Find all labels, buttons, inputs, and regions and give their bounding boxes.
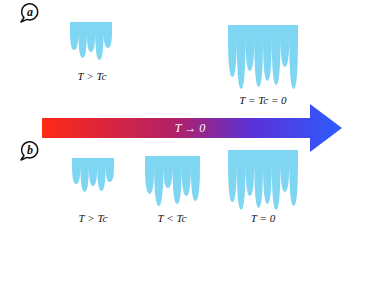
panel-letter: a — [27, 6, 33, 18]
temperature-label: T < Tc — [158, 213, 187, 224]
panel-letter: b — [27, 144, 33, 156]
icicle-shape — [70, 22, 112, 60]
icicle-shape — [145, 156, 200, 206]
temperature-label: T = Tc = 0 — [239, 95, 286, 106]
arrow-label: T → 0 — [175, 122, 205, 134]
temperature-label: T > Tc — [79, 213, 108, 224]
temperature-label: T > Tc — [78, 71, 107, 82]
icicle-shape — [228, 25, 298, 89]
icicle-shape — [72, 158, 114, 192]
panel-marker — [21, 4, 38, 22]
panel-marker — [21, 142, 38, 160]
temperature-arrow — [42, 104, 342, 152]
icicle-shape — [228, 150, 298, 210]
temperature-label: T = 0 — [251, 213, 275, 224]
